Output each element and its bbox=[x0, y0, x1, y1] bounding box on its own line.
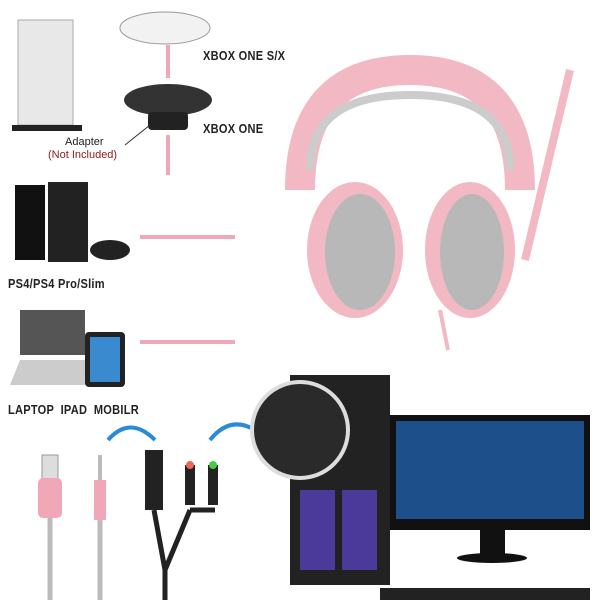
splitter-cable-image bbox=[145, 450, 218, 600]
tablet-image bbox=[85, 332, 125, 387]
xbox-controller-black-image bbox=[124, 84, 212, 130]
adapter-label: Adapter bbox=[65, 136, 104, 148]
monitor-image bbox=[390, 415, 590, 563]
laptop-ipad-mobile-label: LAPTOP IPAD MOBILR bbox=[8, 402, 139, 417]
pink-headset-image bbox=[285, 54, 574, 351]
audio-jack-image bbox=[94, 455, 106, 600]
arrow-icon bbox=[106, 425, 157, 442]
xbox-console-image bbox=[12, 19, 82, 131]
arrow-icon bbox=[208, 422, 257, 442]
ps4-console-image bbox=[15, 182, 130, 262]
xbox-one-sx-label: XBOX ONE S/X bbox=[203, 48, 286, 63]
xbox-controller-white-image bbox=[119, 11, 211, 45]
not-included-label: (Not Included) bbox=[48, 149, 118, 161]
xbox-one-label: XBOX ONE bbox=[203, 121, 264, 136]
ps4-label: PS4/PS4 Pro/Slim bbox=[8, 276, 105, 291]
laptop-image bbox=[10, 310, 95, 385]
pc-tower-image bbox=[250, 375, 390, 585]
usb-plug-image bbox=[38, 454, 62, 600]
keyboard-image bbox=[380, 588, 590, 600]
